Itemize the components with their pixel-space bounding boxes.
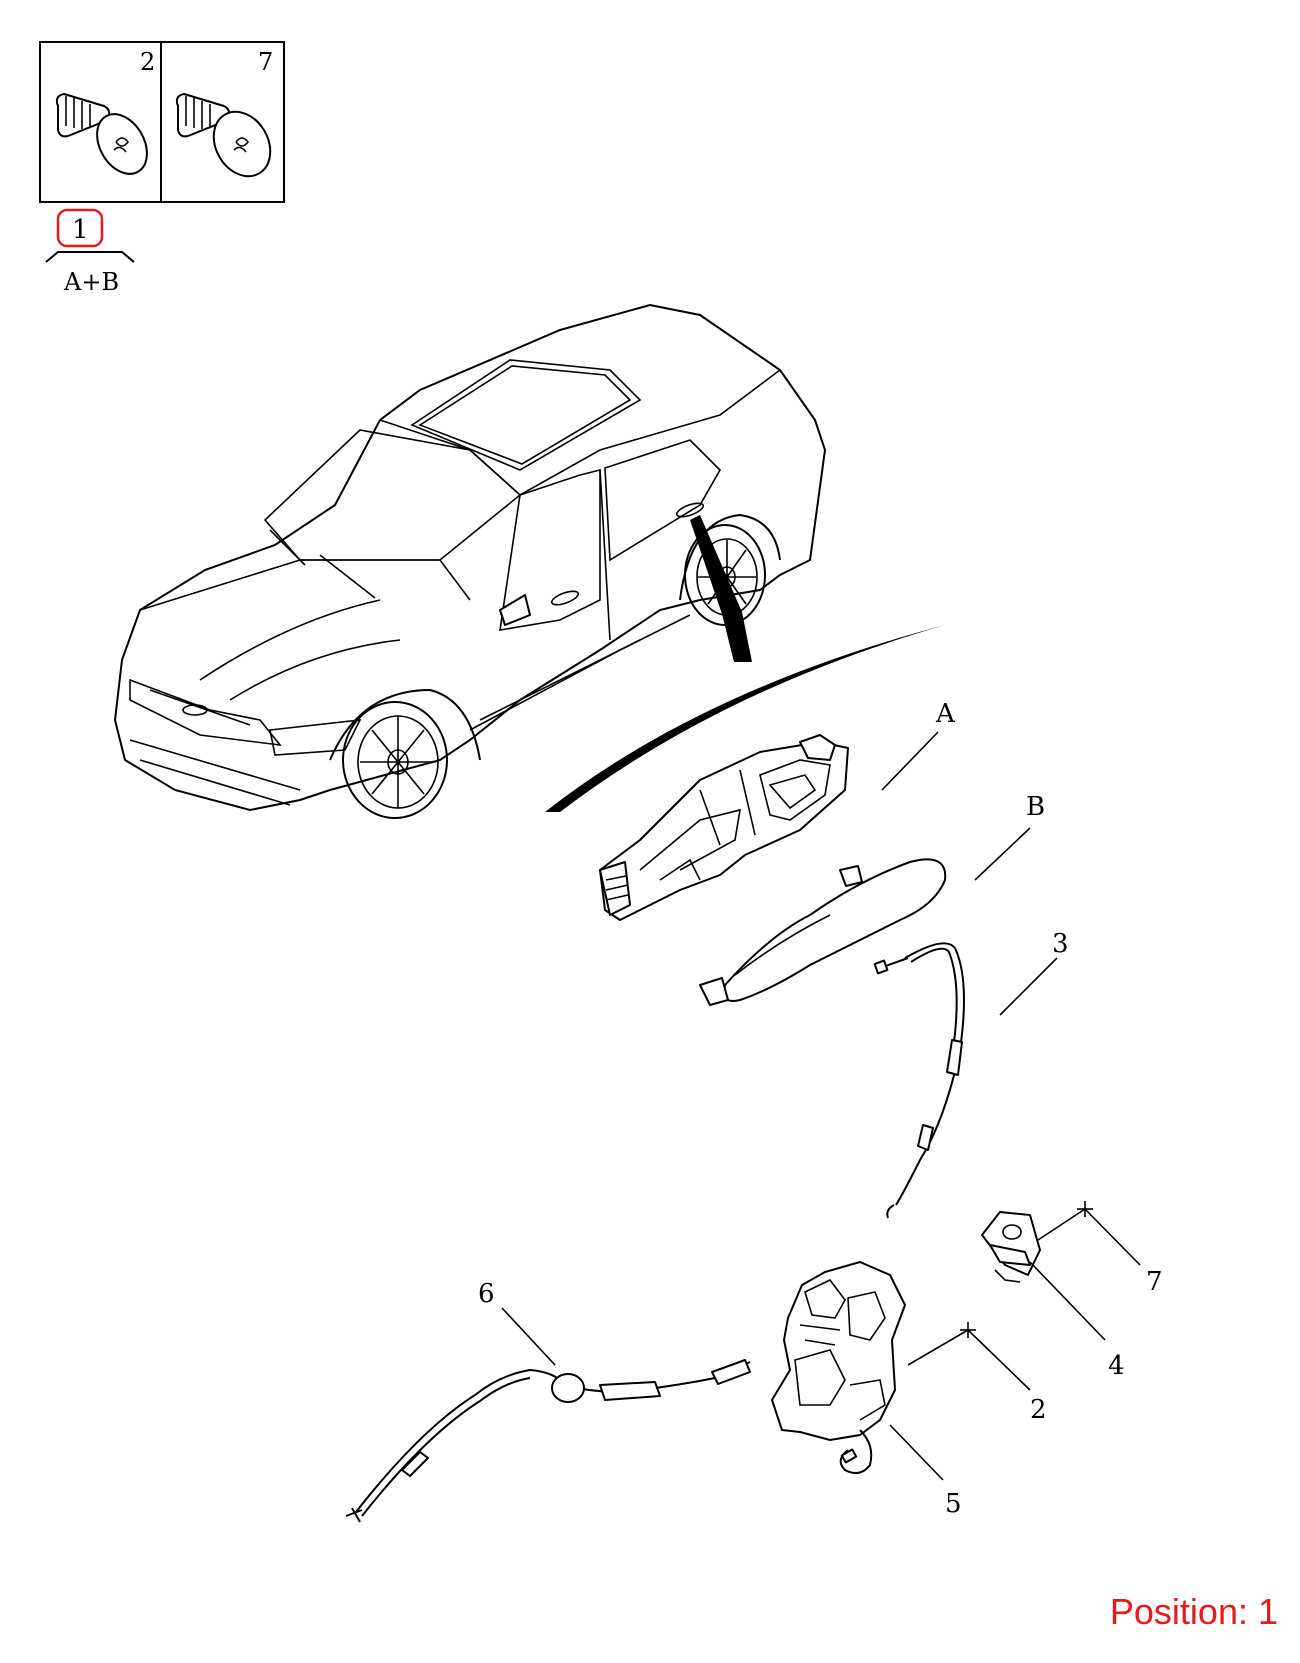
callout-a: A	[935, 699, 956, 729]
kit-components: A+B	[63, 268, 119, 296]
kit-number-highlight	[56, 208, 104, 248]
kit-number: 1	[72, 215, 89, 245]
part-4-striker	[981, 1211, 1041, 1283]
vehicle-illustration	[113, 303, 827, 819]
part-b-handle-cover	[699, 858, 947, 1006]
position-label: Position: 1	[1109, 1591, 1278, 1632]
bolt-icon	[175, 93, 272, 178]
callout-4: 4	[1108, 1351, 1125, 1381]
leader-lines	[501, 731, 1141, 1481]
bolt-icon	[55, 93, 148, 175]
part-5-latch	[771, 1261, 906, 1475]
legend-number-7: 7	[258, 48, 273, 76]
part-a-handle-bracket	[599, 734, 849, 921]
callout-b: B	[1026, 792, 1045, 822]
zoom-pointer	[545, 515, 945, 812]
callout-6: 6	[478, 1279, 495, 1309]
part-3-cable	[873, 942, 965, 1219]
legend-number-2: 2	[140, 48, 155, 76]
kit-label: 1 A+B	[45, 208, 135, 296]
callout-3: 3	[1052, 929, 1069, 959]
callout-2: 2	[1030, 1395, 1047, 1425]
part-6-cable	[345, 1359, 751, 1523]
callout-5: 5	[945, 1489, 962, 1519]
fastener-legend-box: 2 7	[39, 41, 285, 203]
callout-7: 7	[1146, 1267, 1163, 1297]
